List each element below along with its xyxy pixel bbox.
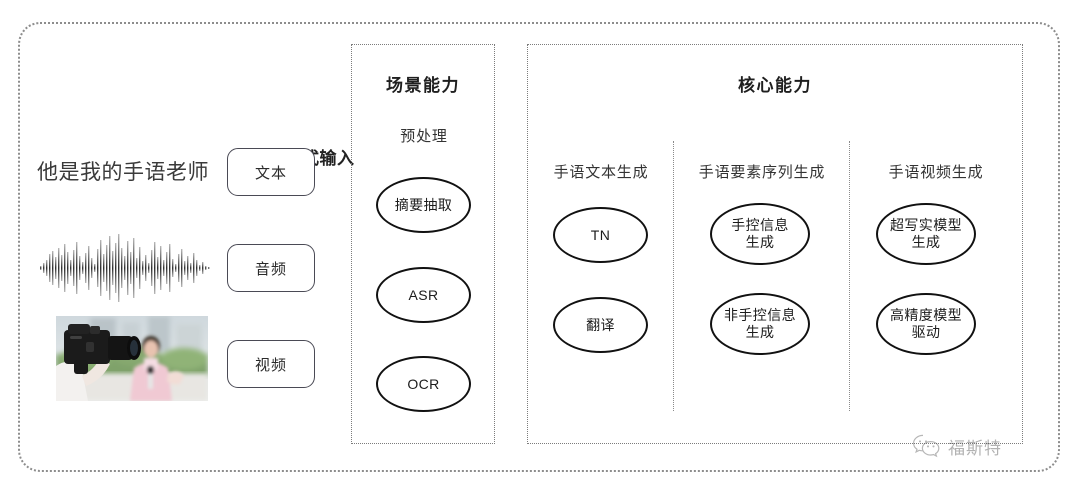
core-panel-divider-1 bbox=[673, 141, 674, 411]
sample-sentence-text: 他是我的手语老师 bbox=[37, 161, 209, 184]
input-section: 多种形式输入 他是我的手语老师 文本 bbox=[30, 40, 354, 460]
input-pill-audio[interactable]: 音频 bbox=[227, 244, 315, 292]
input-row-video: 视频 bbox=[30, 316, 340, 401]
diagram-outer-frame bbox=[18, 22, 1060, 472]
node-hyper-realistic-model-generation[interactable]: 超写实模型生成 bbox=[876, 203, 976, 265]
input-pill-video[interactable]: 视频 bbox=[227, 340, 315, 388]
core-capability-panel: 核心能力 手语文本生成 TN 翻译 手语要素序列生成 手控信息生成 非手控信息生… bbox=[527, 44, 1023, 444]
node-non-manual-information-generation[interactable]: 非手控信息生成 bbox=[710, 293, 810, 355]
scene-group-title: 预处理 bbox=[400, 128, 448, 145]
node-asr[interactable]: ASR bbox=[376, 267, 471, 323]
core-panel-title: 核心能力 bbox=[738, 76, 812, 95]
node-summary-extraction[interactable]: 摘要抽取 bbox=[376, 177, 471, 233]
node-high-precision-model-driving[interactable]: 高精度模型驱动 bbox=[876, 293, 976, 355]
core-panel-divider-2 bbox=[849, 141, 850, 411]
node-tn[interactable]: TN bbox=[553, 207, 648, 263]
core-group-title-element-sequence: 手语要素序列生成 bbox=[698, 164, 826, 181]
input-row-audio: 音频 bbox=[30, 234, 340, 302]
input-row-text: 他是我的手语老师 文本 bbox=[30, 148, 340, 196]
scene-panel-title: 场景能力 bbox=[386, 76, 460, 95]
node-translation[interactable]: 翻译 bbox=[553, 297, 648, 353]
watermark-text: 福斯特 bbox=[948, 438, 1002, 458]
core-group-title-text-generation: 手语文本生成 bbox=[553, 164, 649, 181]
core-group-title-video-generation: 手语视频生成 bbox=[888, 164, 984, 181]
node-manual-information-generation[interactable]: 手控信息生成 bbox=[710, 203, 810, 265]
video-thumbnail-image bbox=[56, 316, 208, 401]
scene-capability-panel: 场景能力 预处理 摘要抽取 ASR OCR bbox=[351, 44, 495, 444]
input-pill-text[interactable]: 文本 bbox=[227, 148, 315, 196]
watermark: 福斯特 bbox=[912, 428, 1052, 464]
wechat-logo-icon bbox=[912, 434, 940, 458]
node-ocr[interactable]: OCR bbox=[376, 356, 471, 412]
audio-waveform-icon bbox=[38, 230, 218, 306]
